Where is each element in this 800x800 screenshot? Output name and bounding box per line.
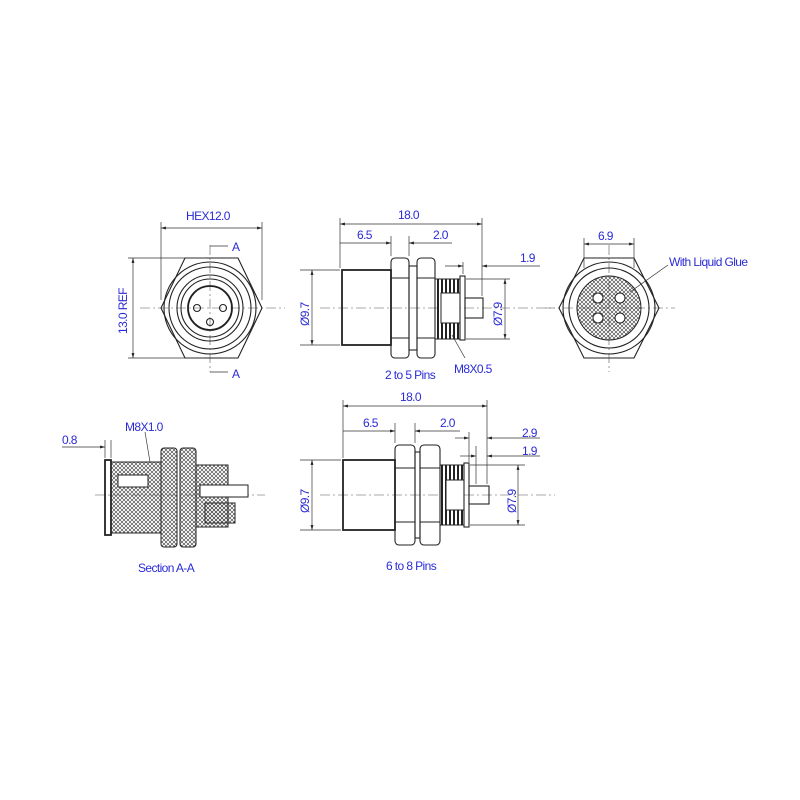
offset-label: 0.8	[62, 433, 78, 447]
pin-icon	[218, 303, 228, 313]
overall-length-label: 18.0	[398, 208, 420, 222]
pin-icon	[614, 312, 626, 324]
section-view: 0.8 M8X1.0 Section A-A	[62, 420, 265, 575]
nut-gap-label-bottom: 2.0	[440, 416, 456, 430]
rear-view: 6.9 With Liquid Glue	[545, 229, 749, 372]
thread-diameter-label: Ø7.9	[491, 301, 505, 326]
pin-length-label: 1.9	[520, 251, 536, 265]
body-diameter-label: Ø9.7	[298, 301, 312, 326]
pins-caption: 2 to 5 Pins	[385, 368, 436, 382]
section-marker-top: A	[232, 240, 240, 254]
pin-icon	[205, 317, 215, 327]
hex-label: HEX12.0	[186, 209, 231, 223]
thread-spec-label: M8X0.5	[454, 362, 493, 376]
section-caption: Section A-A	[138, 561, 195, 575]
liquid-glue-note: With Liquid Glue	[669, 255, 748, 269]
body-length-label: 6.5	[357, 228, 373, 242]
ref-label: 13.0 REF	[116, 288, 130, 334]
section-marker-bottom: A	[232, 367, 240, 381]
section-thread-label: M8X1.0	[125, 420, 164, 434]
front-view: HEX12.0 A A 13.0 REF	[116, 209, 285, 381]
nut-gap-label: 2.0	[433, 228, 449, 242]
pin-icon	[192, 303, 202, 313]
pin-icon	[592, 312, 604, 324]
rear-width-label: 6.9	[598, 229, 614, 243]
pin-length-a-label: 2.9	[522, 426, 538, 440]
thread-diameter-label-bottom: Ø7.9	[505, 488, 519, 513]
pin-icon	[592, 292, 604, 304]
pin-length-b-label: 1.9	[522, 444, 538, 458]
side-view-6-8-pins: 18.0 6.5 2.0 2.9 1.9 Ø9.7 Ø7.9 6 to 8 Pi…	[298, 390, 555, 573]
pins-caption-bottom: 6 to 8 Pins	[386, 559, 437, 573]
body-length-label-bottom: 6.5	[363, 416, 379, 430]
pin-icon	[614, 292, 626, 304]
overall-length-label-bottom: 18.0	[400, 390, 422, 404]
body-diameter-label-bottom: Ø9.7	[298, 488, 312, 513]
side-view-2-5-pins: 18.0 6.5 2.0 1.9 Ø9.7 Ø7.9 M8X0.5 2 to 5…	[298, 208, 555, 382]
